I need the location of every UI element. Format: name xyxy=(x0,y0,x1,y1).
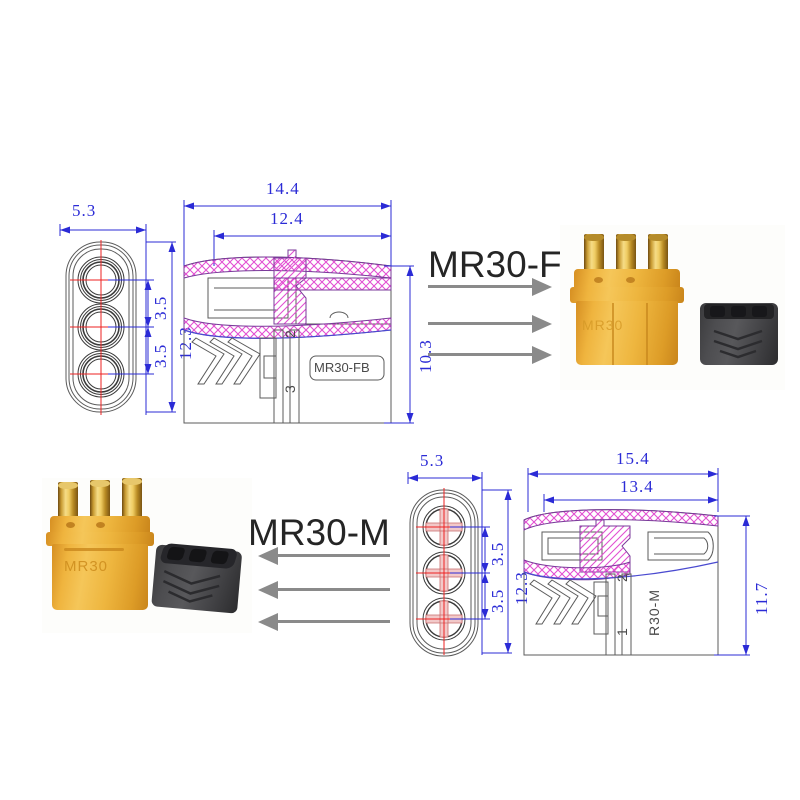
female-inner-length-dim: 12.4 xyxy=(270,209,304,228)
male-body-flange xyxy=(46,532,154,546)
female-arrow-line-1 xyxy=(428,278,552,296)
gold-pin-icon xyxy=(58,482,78,518)
arrow-head-icon xyxy=(258,613,278,631)
cap-grip-chevrons-icon xyxy=(162,569,221,603)
female-arrow-line-2 xyxy=(428,315,552,333)
arrow-head-icon xyxy=(258,581,278,599)
male-product-label: MR30-M xyxy=(248,512,390,553)
arrow-head-icon xyxy=(532,315,552,333)
female-arrow-line-3 xyxy=(428,346,552,364)
female-body-embossed-text: MR30 xyxy=(582,317,624,333)
cap-grip-chevrons-icon xyxy=(713,329,763,359)
arrow-head-icon xyxy=(532,346,552,364)
male-pin-number-lower: 1 xyxy=(614,628,630,636)
female-pin-number-upper: 2 xyxy=(282,330,298,338)
male-protective-cap xyxy=(151,536,243,615)
male-side-view-drawing xyxy=(523,468,750,656)
gold-pin-icon xyxy=(122,478,142,518)
arrow-head-icon xyxy=(258,547,278,565)
female-body-flange xyxy=(570,287,684,303)
gold-pin-icon xyxy=(90,480,110,518)
female-side-view: 14.4 12.4 xyxy=(178,178,435,433)
female-side-height-dim: 10.3 xyxy=(416,339,435,373)
female-side-view-drawing xyxy=(183,200,414,424)
male-side-view: 15.4 13.4 xyxy=(518,450,788,665)
female-body-main xyxy=(576,301,678,365)
male-part-marking: R30-M xyxy=(646,588,662,636)
female-overall-length-dim: 14.4 xyxy=(266,179,300,198)
male-side-height-dim: 11.7 xyxy=(752,581,771,615)
male-arrow-line-1 xyxy=(258,547,390,565)
female-product-photo: MR30 xyxy=(560,225,785,390)
arrow-head-icon xyxy=(532,278,552,296)
female-part-marking: MR30-FB xyxy=(314,360,370,375)
gold-socket-icon xyxy=(584,234,604,272)
male-body-main xyxy=(52,544,148,610)
male-arrow-line-2 xyxy=(258,581,390,599)
female-pin-number-lower: 3 xyxy=(282,385,298,393)
male-front-view: 5.3 xyxy=(398,450,531,665)
male-overall-length-dim: 15.4 xyxy=(616,449,650,468)
gold-socket-icon xyxy=(616,234,636,272)
gold-socket-icon xyxy=(648,234,668,272)
female-front-view: 5.3 xyxy=(48,200,208,425)
male-front-pitch-dim-1: 3.5 xyxy=(488,541,507,566)
male-front-pitch-dim-2: 3.5 xyxy=(488,588,507,613)
male-arrow-line-3 xyxy=(258,613,390,631)
male-inner-length-dim: 13.4 xyxy=(620,477,654,496)
male-product-photo: MR30 xyxy=(42,478,252,633)
male-front-view-drawing xyxy=(407,472,512,657)
female-front-pitch-dim-1: 3.5 xyxy=(151,295,170,320)
female-front-pitch-dim-2: 3.5 xyxy=(151,343,170,368)
male-front-width-dim: 5.3 xyxy=(420,451,445,470)
female-front-view-drawing xyxy=(59,224,176,415)
male-pin-number-upper: 2 xyxy=(614,574,630,582)
female-front-width-dim: 5.3 xyxy=(72,201,97,220)
male-body-embossed-text: MR30 xyxy=(64,558,109,575)
